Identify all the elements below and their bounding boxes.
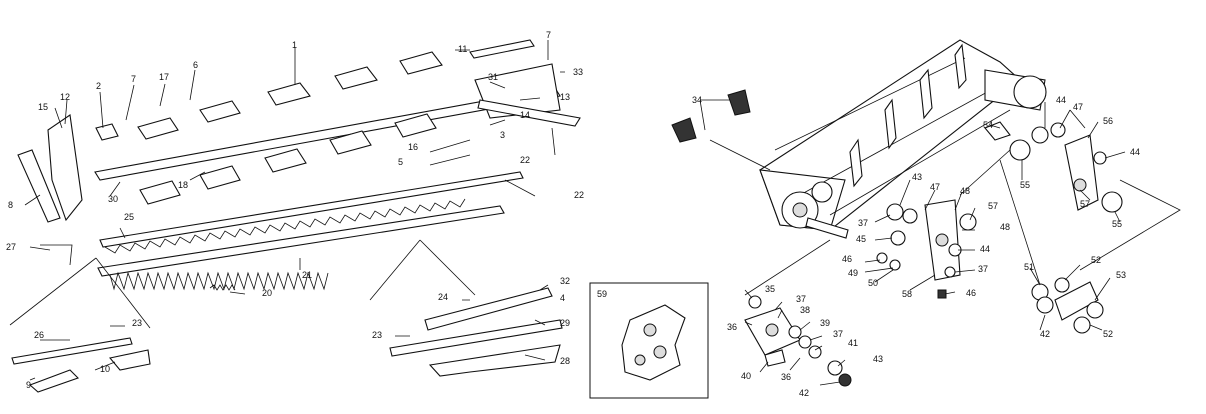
callout-label: 36 <box>727 322 737 332</box>
callout-label: 44 <box>980 244 990 254</box>
drive-assembly <box>671 39 1181 387</box>
callout-label: 46 <box>842 254 852 264</box>
callout-label: 33 <box>573 67 583 77</box>
callout-label: 28 <box>560 356 570 366</box>
callout-label: 37 <box>858 218 868 228</box>
callout-label: 20 <box>262 288 272 298</box>
callout-label: 53 <box>1116 270 1126 280</box>
callout-label: 21 <box>302 270 312 280</box>
callout-label: 52 <box>1091 255 1101 265</box>
callout-label: 37 <box>978 264 988 274</box>
inset-label: 59 <box>597 289 607 299</box>
callout-label: 46 <box>966 288 976 298</box>
callout-label: 22 <box>520 155 530 165</box>
callout-label: 3 <box>500 130 505 140</box>
callout-label: 44 <box>1130 147 1140 157</box>
callout-label: 57 <box>988 201 998 211</box>
callout-label: 26 <box>34 330 44 340</box>
callout-label: 47 <box>930 182 940 192</box>
callout-label: 35 <box>765 284 775 294</box>
callout-label: 38 <box>800 305 810 315</box>
callout-label: 2 <box>96 81 101 91</box>
callout-label: 31 <box>488 72 498 82</box>
callout-label: 55 <box>1020 180 1030 190</box>
callout-label: 4 <box>560 293 565 303</box>
callout-label: 48 <box>960 186 970 196</box>
callout-label: 25 <box>124 212 134 222</box>
callout-label: 44 <box>1056 95 1066 105</box>
callout-label: 30 <box>108 194 118 204</box>
callout-label: 42 <box>1040 329 1050 339</box>
callout-label: 32 <box>560 276 570 286</box>
callout-label: 9 <box>26 380 31 390</box>
callout-label: 48 <box>1000 222 1010 232</box>
callout-label: 14 <box>520 110 530 120</box>
callout-label: 5 <box>398 157 403 167</box>
callout-label: 8 <box>8 200 13 210</box>
callout-label: 23 <box>372 330 382 340</box>
callout-label: 55 <box>1112 219 1122 229</box>
callout-label: 50 <box>868 278 878 288</box>
callout-label: 1 <box>292 40 297 50</box>
callout-label: 40 <box>741 371 751 381</box>
callout-label: 7 <box>546 30 551 40</box>
callout-label: 7 <box>131 74 136 84</box>
callout-label: 36 <box>781 372 791 382</box>
guard-plates-lower <box>139 113 437 205</box>
callout-label: 17 <box>159 72 169 82</box>
callout-label: 41 <box>848 338 858 348</box>
callout-label: 34 <box>692 95 702 105</box>
callout-label: 16 <box>408 142 418 152</box>
callout-label: 11 <box>458 44 467 54</box>
callout-label: 52 <box>1103 329 1113 339</box>
guard-plates-top <box>95 51 443 141</box>
callout-label: 57 <box>1080 199 1090 209</box>
callout-label: 54 <box>983 120 993 130</box>
callout-label: 45 <box>856 234 866 244</box>
callout-label: 42 <box>799 388 809 398</box>
callout-label: 13 <box>560 92 570 102</box>
callout-label: 24 <box>438 292 448 302</box>
callout-label: 39 <box>820 318 830 328</box>
callout-label: 49 <box>848 268 858 278</box>
callout-label: 12 <box>60 92 70 102</box>
callout-label: 56 <box>1103 116 1113 126</box>
callout-label: 27 <box>6 242 16 252</box>
callout-label: 37 <box>796 294 806 304</box>
callout-label: 43 <box>912 172 922 182</box>
callout-label: 15 <box>38 102 48 112</box>
callout-label: 37 <box>833 329 843 339</box>
callout-label: 43 <box>873 354 883 364</box>
callout-label: 10 <box>100 364 110 374</box>
callout-label: 47 <box>1073 102 1083 112</box>
callout-label: 18 <box>178 180 188 190</box>
cutter-bar-assembly <box>9 39 581 393</box>
housing-ribs <box>849 43 967 188</box>
callout-label: 51 <box>1024 262 1034 272</box>
callout-label: 23 <box>132 318 142 328</box>
callout-label: 58 <box>902 289 912 299</box>
callout-label: 22 <box>574 190 584 200</box>
inset-box: 59 <box>589 282 709 399</box>
callout-label: 6 <box>193 60 198 70</box>
callout-label: 29 <box>560 318 570 328</box>
